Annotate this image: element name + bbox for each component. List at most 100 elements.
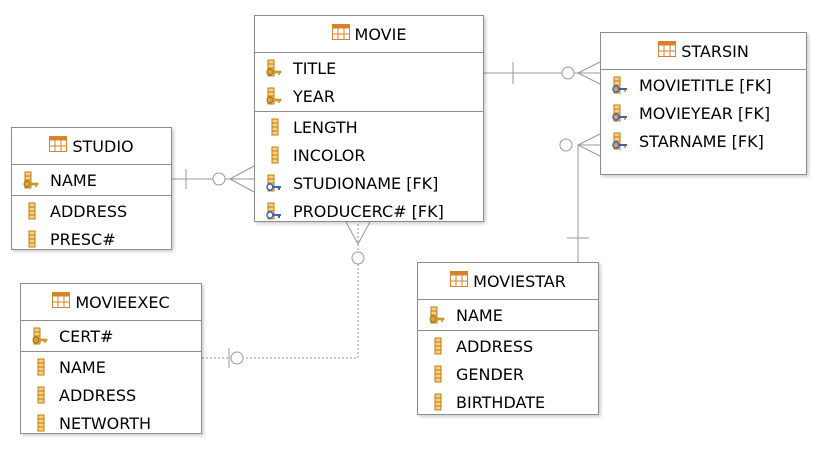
entity-movieexec[interactable]: MOVIEEXEC CERT# NAME ADDRESS NETWORTH — [20, 283, 202, 434]
attribute-row[interactable]: LENGTH — [255, 113, 483, 141]
entity-movieexec-title: MOVIEEXEC — [75, 292, 170, 312]
pk-fk-icon — [609, 76, 633, 94]
column-icon — [29, 414, 53, 432]
attribute-label: ADDRESS — [59, 385, 137, 405]
column-icon — [263, 118, 287, 136]
rel-movieexec-movie-line — [202, 222, 359, 359]
rel-movie-studio-crowfoot-b — [229, 178, 255, 193]
entity-movie-title: MOVIE — [354, 24, 407, 44]
column-icon — [20, 230, 44, 248]
primary-key-icon — [263, 87, 287, 105]
attribute-label: ADDRESS — [50, 201, 128, 221]
entity-moviestar-attrs: ADDRESS GENDER BIRTHDATE — [418, 331, 598, 417]
attribute-row[interactable]: NAME — [12, 166, 171, 194]
attribute-row[interactable]: ADDRESS — [21, 381, 201, 409]
attribute-row[interactable]: GENDER — [418, 360, 598, 388]
attribute-row[interactable]: BIRTHDATE — [418, 388, 598, 416]
table-icon — [52, 292, 71, 312]
attribute-row[interactable]: STARNAME [FK] — [601, 127, 806, 155]
pk-fk-icon — [609, 104, 633, 122]
attribute-label: NAME — [50, 170, 97, 190]
attribute-label: CERT# — [59, 326, 114, 346]
column-icon — [426, 337, 450, 355]
rel-moviestar-starsin-circle — [559, 138, 573, 152]
rel-movieexec-movie-circle — [230, 351, 244, 365]
attribute-row[interactable]: ADDRESS — [418, 332, 598, 360]
table-icon — [49, 136, 68, 156]
primary-key-icon — [20, 171, 44, 189]
attribute-row[interactable]: NETWORTH — [21, 409, 201, 437]
entity-starsin-title: STARSIN — [681, 41, 749, 61]
attribute-row[interactable]: NAME — [418, 301, 598, 329]
entity-studio[interactable]: STUDIO NAME ADDRESS PRESC# — [11, 127, 172, 250]
column-icon — [263, 146, 287, 164]
rel-movieexec-movie-crowfoot-b — [357, 221, 371, 245]
entity-movieexec-keys: CERT# — [21, 321, 201, 352]
attribute-label: MOVIETITLE [FK] — [639, 75, 772, 95]
attribute-row[interactable]: ADDRESS — [12, 197, 171, 225]
column-icon — [426, 365, 450, 383]
entity-studio-attrs: ADDRESS PRESC# — [12, 196, 171, 254]
attribute-label: NAME — [59, 357, 106, 377]
attribute-label: NAME — [456, 305, 503, 325]
table-icon — [658, 41, 677, 61]
attribute-label: MOVIEYEAR [FK] — [639, 103, 771, 123]
attribute-row[interactable]: YEAR — [255, 82, 483, 110]
entity-movieexec-header: MOVIEEXEC — [21, 284, 201, 321]
rel-movieexec-movie-crowfoot-a — [345, 221, 359, 245]
table-icon — [331, 24, 350, 44]
table-icon — [450, 271, 469, 291]
attribute-row[interactable]: PRODUCERC# [FK] — [255, 197, 483, 225]
rel-movie-studio-circle — [212, 172, 226, 186]
entity-movie-keys: TITLE YEAR — [255, 53, 483, 112]
attribute-row[interactable]: STUDIONAME [FK] — [255, 169, 483, 197]
attribute-row[interactable]: NAME — [21, 353, 201, 381]
attribute-label: PRESC# — [50, 229, 116, 249]
primary-key-icon — [426, 306, 450, 324]
attribute-row[interactable]: TITLE — [255, 54, 483, 82]
rel-movie-studio-crowfoot-a — [229, 165, 255, 180]
rel-movieexec-movie-circle-2 — [351, 251, 365, 265]
foreign-key-icon — [263, 174, 287, 192]
entity-studio-keys: NAME — [12, 165, 171, 196]
rel-movie-starsin-circle — [561, 66, 575, 80]
attribute-label: YEAR — [293, 86, 335, 106]
primary-key-icon — [29, 327, 53, 345]
attribute-row[interactable]: CERT# — [21, 322, 201, 350]
attribute-label: GENDER — [456, 364, 525, 384]
attribute-row[interactable]: INCOLOR — [255, 141, 483, 169]
entity-moviestar-header: MOVIESTAR — [418, 263, 598, 300]
rel-moviestar-starsin-crowfoot-a — [577, 133, 601, 146]
rel-movie-starsin-crowfoot-b — [577, 72, 601, 85]
attribute-label: INCOLOR — [293, 145, 366, 165]
foreign-key-icon — [263, 202, 287, 220]
attribute-label: ADDRESS — [456, 336, 534, 356]
attribute-row[interactable]: MOVIETITLE [FK] — [601, 71, 806, 99]
rel-movie-starsin-crowfoot-a — [577, 61, 601, 74]
entity-movie-attrs: LENGTH INCOLOR STUDIONAME [FK] PRODUCERC# [… — [255, 112, 483, 226]
rel-moviestar-starsin-crowfoot-b — [577, 144, 601, 157]
entity-starsin-keys: MOVIETITLE [FK] MOVIEYEAR [FK] STARNAME [F… — [601, 70, 806, 156]
entity-movie-header: MOVIE — [255, 16, 483, 53]
entity-movie[interactable]: MOVIE TITLE YEAR LENGTH INCOLOR STUDIONAME … — [254, 15, 484, 222]
primary-key-icon — [263, 59, 287, 77]
column-icon — [20, 202, 44, 220]
entity-moviestar-keys: NAME — [418, 300, 598, 331]
attribute-label: STARNAME [FK] — [639, 131, 764, 151]
attribute-label: LENGTH — [293, 117, 358, 137]
rel-moviestar-starsin-line — [577, 144, 600, 262]
attribute-row[interactable]: MOVIEYEAR [FK] — [601, 99, 806, 127]
entity-starsin[interactable]: STARSIN MOVIETITLE [FK] MOVIEYEAR [FK] STA… — [600, 32, 807, 175]
column-icon — [426, 393, 450, 411]
entity-studio-title: STUDIO — [72, 136, 134, 156]
attribute-row[interactable]: PRESC# — [12, 225, 171, 253]
attribute-label: BIRTHDATE — [456, 392, 546, 412]
attribute-label: STUDIONAME [FK] — [293, 173, 439, 193]
entity-studio-header: STUDIO — [12, 128, 171, 165]
column-icon — [29, 358, 53, 376]
attribute-label: NETWORTH — [59, 413, 152, 433]
entity-movieexec-attrs: NAME ADDRESS NETWORTH — [21, 352, 201, 438]
entity-moviestar[interactable]: MOVIESTAR NAME ADDRESS GENDER BIRTHDATE — [417, 262, 599, 415]
